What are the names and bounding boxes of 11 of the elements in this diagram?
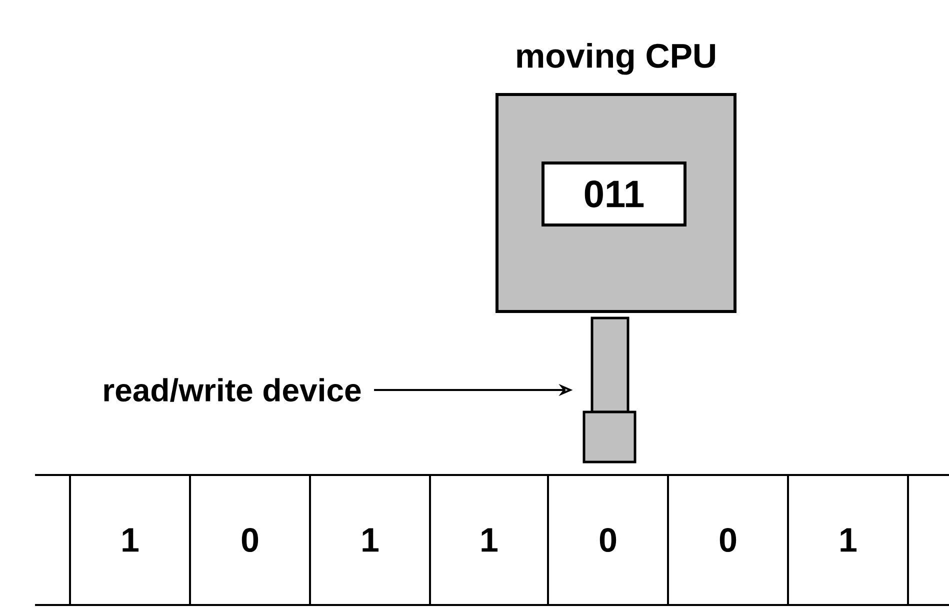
node-label: moving CPU bbox=[517, 42, 715, 75]
device-label: read/write device bbox=[104, 378, 361, 402]
tape-cell: 0 bbox=[547, 474, 669, 606]
tape-cell: 1 bbox=[309, 474, 431, 606]
tape-cell: 1 bbox=[69, 474, 191, 606]
register-box: 011 bbox=[542, 161, 686, 226]
read-write-head bbox=[582, 316, 636, 464]
tape-cell: 1 bbox=[787, 474, 909, 606]
tape-cell: 1 bbox=[429, 474, 549, 606]
tape-cell: 0 bbox=[189, 474, 311, 606]
tape-cell: 0 bbox=[667, 474, 789, 606]
